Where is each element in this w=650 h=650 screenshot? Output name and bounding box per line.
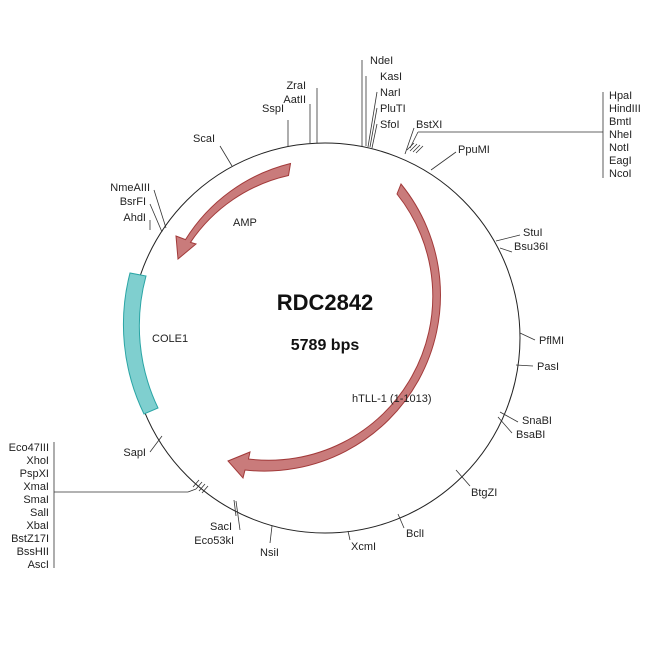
site-label-bsabi[interactable]: BsaBI [516, 429, 545, 441]
site-label-bcli[interactable]: BclI [406, 528, 424, 540]
site-label-bsu36i[interactable]: Bsu36I [514, 241, 548, 253]
site-label-saci[interactable]: SacI [210, 521, 232, 533]
site-label-nsii[interactable]: NsiI [260, 547, 279, 559]
site-label-bsrfi[interactable]: BsrFI [120, 196, 146, 208]
site-label-asci[interactable]: AscI [28, 559, 49, 571]
site-label-nari[interactable]: NarI [380, 87, 401, 99]
cole1-feature[interactable] [122, 272, 159, 415]
site-cluster-stui: StuI Bsu36I [495, 227, 548, 253]
site-label-snabi[interactable]: SnaBI [522, 415, 552, 427]
site-label-eagi[interactable]: EagI [609, 155, 632, 167]
site-label-pflmi[interactable]: PflMI [539, 335, 564, 347]
site-label-sapi[interactable]: SapI [123, 447, 146, 459]
site-cluster-xcmi: XcmI [347, 530, 376, 553]
site-cluster-saci: SacI Eco53kI [194, 499, 241, 547]
site-label-kasi[interactable]: KasI [380, 71, 402, 83]
site-label-smai[interactable]: SmaI [23, 494, 49, 506]
site-label-xcmi[interactable]: XcmI [351, 541, 376, 553]
site-label-xhoi[interactable]: XhoI [26, 455, 49, 467]
amp-feature-arrow[interactable] [175, 162, 292, 260]
site-label-bstz17i[interactable]: BstZ17I [11, 533, 49, 545]
site-label-btgzi[interactable]: BtgZI [471, 487, 497, 499]
site-label-stui[interactable]: StuI [523, 227, 543, 239]
site-label-xbai[interactable]: XbaI [26, 520, 49, 532]
site-cluster-btgzi: BtgZI [455, 469, 497, 499]
plasmid-name: RDC2842 [277, 290, 374, 315]
site-label-eco53ki[interactable]: Eco53kI [194, 535, 234, 547]
site-label-bmti[interactable]: BmtI [609, 116, 632, 128]
site-label-pluti[interactable]: PluTI [380, 103, 406, 115]
htll1-feature-arrow[interactable] [227, 183, 441, 480]
site-cluster-pasi: PasI [515, 361, 559, 373]
site-label-noti[interactable]: NotI [609, 142, 629, 154]
site-label-bstxi[interactable]: BstXI [416, 119, 442, 131]
site-label-ndei[interactable]: NdeI [370, 55, 393, 67]
site-cluster-bstxi: BstXI PpuMI [404, 119, 490, 171]
site-cluster-top: NdeI KasI NarI PluTI SfoI [361, 55, 406, 149]
amp-label: AMP [233, 217, 257, 229]
site-label-eco47iii[interactable]: Eco47III [9, 442, 49, 454]
site-label-hindiii[interactable]: HindIII [609, 103, 641, 115]
site-label-sali[interactable]: SalI [30, 507, 49, 519]
site-cluster-snabi: SnaBI BsaBI [497, 411, 552, 441]
site-cluster-bcli: BclI [397, 513, 424, 540]
site-label-pspxi[interactable]: PspXI [20, 468, 49, 480]
site-label-bsshii[interactable]: BssHII [17, 546, 49, 558]
site-label-sspi[interactable]: SspI [262, 103, 284, 115]
site-label-scai[interactable]: ScaI [193, 133, 215, 145]
site-label-hpai[interactable]: HpaI [609, 90, 632, 102]
plasmid-size: 5789 bps [291, 337, 360, 354]
site-cluster-pflmi: PflMI [519, 332, 564, 347]
site-label-ncoi[interactable]: NcoI [609, 168, 632, 180]
site-label-ppumi[interactable]: PpuMI [458, 144, 490, 156]
site-label-nmeaiii[interactable]: NmeAIII [110, 182, 150, 194]
site-cluster-nsii: NsiI [260, 525, 279, 559]
site-label-xmai[interactable]: XmaI [23, 481, 49, 493]
site-cluster-nmeaiii: NmeAIII BsrFI AhdI [110, 182, 167, 233]
htll1-label: hTLL-1 (1-1013) [352, 393, 432, 405]
site-label-ahdi[interactable]: AhdI [123, 212, 146, 224]
cole1-label: COLE1 [152, 333, 188, 345]
site-cluster-mcs-left: Eco47III XhoI PspXI XmaI SmaI SalI XbaI … [9, 442, 209, 571]
site-cluster-sapi: SapI [123, 435, 163, 459]
site-label-sfoi[interactable]: SfoI [380, 119, 400, 131]
site-label-aatii[interactable]: AatII [283, 94, 306, 106]
site-label-zrai[interactable]: ZraI [286, 80, 306, 92]
site-cluster-mcs-right: HpaI HindIII BmtI NheI NotI EagI NcoI [406, 90, 641, 180]
site-cluster-scai: ScaI [193, 133, 233, 167]
site-cluster-zrai: ZraI AatII SspI [262, 80, 318, 146]
site-label-nhei[interactable]: NheI [609, 129, 632, 141]
site-label-pasi[interactable]: PasI [537, 361, 559, 373]
